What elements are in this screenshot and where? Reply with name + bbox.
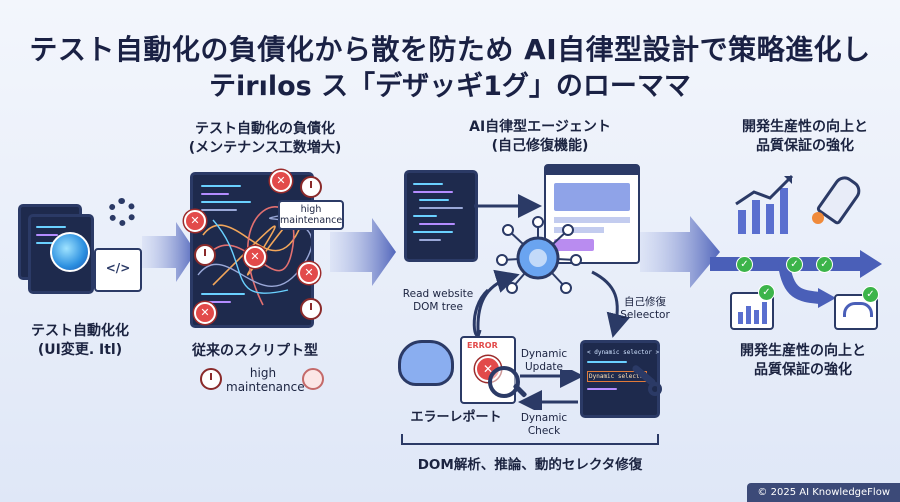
dynamic-update-line1: Dynamic (520, 348, 568, 360)
main-title-line1: テスト自動化の負債化から散を防ため AI自律型設計で策略進化し (29, 33, 871, 66)
clock-icon (300, 176, 322, 198)
growth-chart-icon (735, 174, 794, 234)
copyright-footer: © 2025 AI KnowledgeFlow (747, 483, 900, 502)
brain-icon (398, 340, 454, 386)
clock-icon (194, 244, 216, 266)
gauge-card (834, 294, 878, 330)
magnifier-icon (488, 366, 520, 398)
col1-caption-line2: (UI変更. Itl) (37, 342, 123, 358)
website-preview (544, 164, 640, 264)
wrench-head (648, 382, 662, 396)
col2-caption: 従来のスクリプト型 (192, 343, 318, 359)
flow-arrow-3 (640, 216, 720, 288)
selector-line2: Seleector (620, 309, 670, 321)
clock-icon (302, 368, 324, 390)
col3-header-line1: AI自律型エージェント (469, 119, 611, 135)
clock-icon (300, 298, 322, 320)
gear-icon (108, 198, 136, 226)
dynamic-check-line2: Check (527, 425, 561, 437)
rocket-flame (812, 212, 824, 224)
read-line1: Read website (402, 288, 474, 300)
bracket (401, 434, 659, 445)
col4-header-line2: 品質保証の強化 (756, 138, 854, 154)
clock-icon (200, 368, 222, 390)
update-check-arrows (518, 370, 584, 410)
col1-caption-line1: テスト自動化化 (31, 323, 129, 339)
read-line2: DOM tree (413, 301, 463, 313)
code-line1: < dynamic selector > (587, 349, 660, 356)
error-badge: ERROR (467, 341, 498, 350)
col2-header-line2: (メンテナンス工数増大) (188, 140, 342, 156)
col1-illustration: </> (10, 196, 160, 306)
bar-chart-card (730, 292, 774, 330)
col4-caption-line1: 開発生産性の向上と (740, 343, 866, 359)
gauge-icon (843, 302, 873, 317)
globe-icon (50, 232, 90, 272)
check-icon: ✓ (736, 256, 753, 273)
agent-network (472, 194, 631, 351)
error-x-icon: ✕ (194, 302, 216, 324)
dom-code-screen (404, 170, 478, 262)
check-icon: ✓ (862, 286, 879, 303)
high-maintenance-tag: high maintenance (278, 200, 344, 230)
selector-line1: 自己修復 (624, 296, 666, 308)
code-tag-icon: </> (105, 261, 131, 275)
error-x-icon: ✕ (298, 262, 320, 284)
legend-line2: maintenance (226, 380, 305, 394)
col4-header-line1: 開発生産性の向上と (742, 119, 868, 135)
dynamic-check-line1: Dynamic (520, 412, 568, 424)
check-icon: ✓ (758, 284, 775, 301)
tag-line2: maintenance (280, 215, 343, 226)
error-x-icon: ✕ (270, 170, 292, 192)
flow-arrow-1 (142, 222, 196, 282)
col3-header-line2: (自己修復機能) (491, 138, 589, 154)
tag-line1: high (300, 204, 322, 215)
check-icon: ✓ (816, 256, 833, 273)
main-title-line2: テirılos ス「デザッギ1グ」のローママ (209, 71, 691, 102)
error-report-label: エラーレポート (410, 410, 502, 425)
pipeline-arrow (710, 250, 882, 308)
col2-header-line1: テスト自動化の負債化 (195, 121, 335, 137)
dynamic-update-line2: Update (524, 361, 564, 373)
error-x-icon: ✕ (184, 210, 206, 232)
flow-arrow-2 (330, 218, 396, 286)
col3-bottom-caption: DOM解析、推論、動的セレクタ修復 (417, 457, 643, 473)
code-tag-card: </> (94, 248, 142, 292)
check-icon: ✓ (786, 256, 803, 273)
error-x-icon: ✕ (244, 246, 266, 268)
legend-line1: high (249, 366, 277, 380)
col4-caption-line2: 品質保証の強化 (754, 362, 852, 378)
